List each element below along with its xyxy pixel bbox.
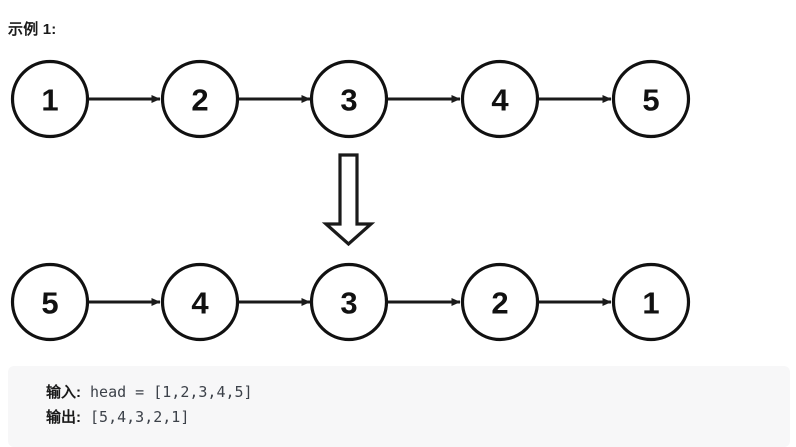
list-node-top-5: 5 [611,59,691,139]
list-node-top-2: 2 [160,59,240,139]
node-value: 2 [491,286,508,321]
list-node-bottom-2: 4 [160,262,240,342]
node-circle [611,262,691,342]
node-circle [160,262,240,342]
list-node-bottom-3: 3 [309,262,389,342]
node-circle [460,262,540,342]
list-node-bottom-5: 1 [611,262,691,342]
node-circle [10,262,90,342]
input-label: 输入: [46,384,81,401]
linked-list-diagram: 1 2 3 4 5 [0,48,796,358]
example-heading: 示例 1: [8,21,57,38]
list-node-top-4: 4 [460,59,540,139]
node-value: 4 [191,286,209,321]
code-line-input: 输入: head = [1,2,3,4,5] [46,380,790,405]
input-value: head = [1,2,3,4,5] [81,383,253,401]
diagram-svg: 1 2 3 4 5 [10,59,691,342]
node-value: 5 [642,83,659,118]
node-circle [611,59,691,139]
list-node-top-3: 3 [309,59,389,139]
node-circle [460,59,540,139]
node-value: 4 [491,83,509,118]
list-node-top-1: 1 [10,59,90,139]
node-value: 1 [642,286,659,321]
node-circle [160,59,240,139]
list-node-bottom-4: 2 [460,262,540,342]
code-line-output: 输出: [5,4,3,2,1] [46,405,790,430]
example-io-code-block: 输入: head = [1,2,3,4,5] 输出: [5,4,3,2,1] [8,366,790,447]
node-value: 5 [41,286,58,321]
node-circle [10,59,90,139]
node-value: 2 [191,83,208,118]
output-list-row: 5 4 3 2 1 [10,262,691,342]
list-node-bottom-1: 5 [10,262,90,342]
node-circle [309,262,389,342]
node-value: 3 [340,286,357,321]
output-value: [5,4,3,2,1] [81,408,190,426]
node-value: 3 [340,83,357,118]
reverse-down-arrow-icon [321,153,376,247]
output-label: 输出: [46,409,81,426]
input-list-row: 1 2 3 4 5 [10,59,691,139]
node-circle [309,59,389,139]
node-value: 1 [41,83,58,118]
